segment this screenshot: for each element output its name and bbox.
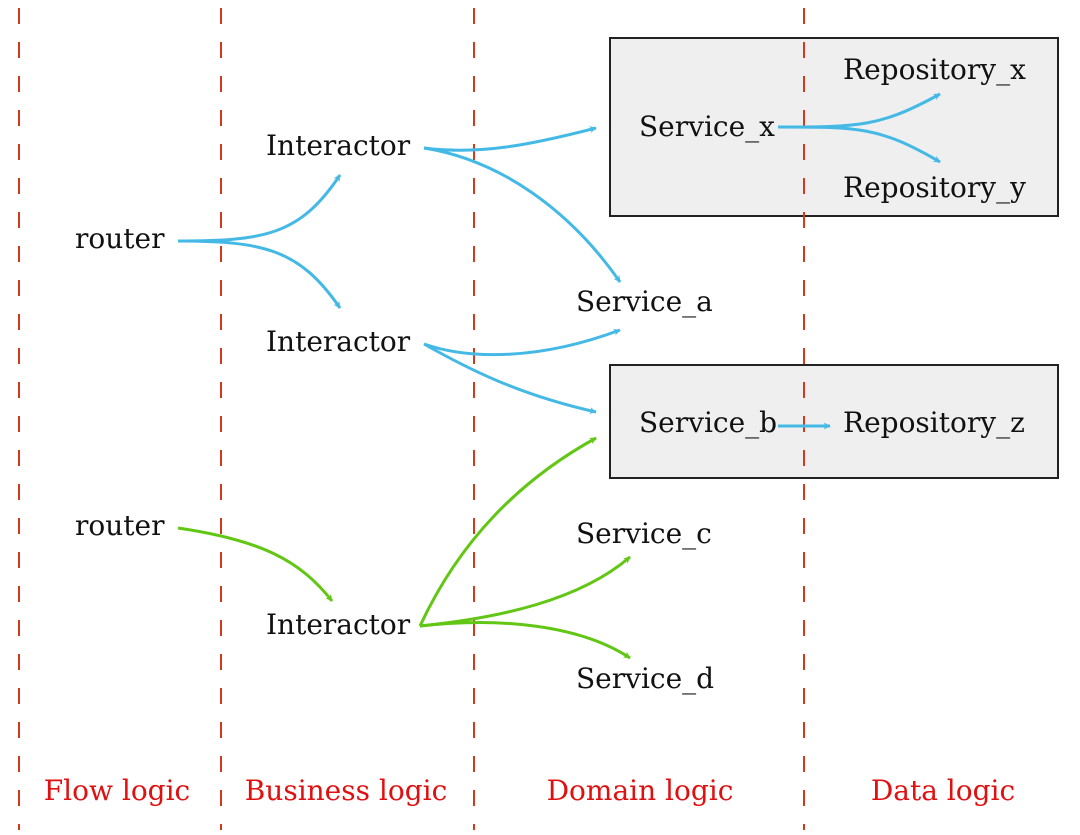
edge-router2-to-interactor3: [177, 526, 334, 602]
node-service-x: Service_x: [639, 110, 775, 143]
node-repository-x: Repository_x: [843, 53, 1026, 86]
edge-service-x-to-repository-y: [777, 125, 941, 164]
layer-label-business: Business logic: [245, 774, 448, 807]
layer-label-flow: Flow logic: [44, 774, 190, 807]
node-service-d: Service_d: [576, 662, 714, 695]
edge-interactor3-to-service-d: [419, 621, 631, 660]
node-interactor-3: Interactor: [266, 608, 411, 641]
layer-label-domain: Domain logic: [547, 774, 734, 807]
edge-router1-to-interactor2: [177, 239, 342, 309]
edge-interactor2-to-service-a: [423, 328, 621, 357]
edge-router1-to-interactor1: [177, 174, 342, 243]
edge-interactor1-to-service-a: [423, 146, 622, 283]
group-box-service-b: [609, 364, 1059, 479]
node-service-b: Service_b: [639, 406, 777, 439]
node-service-a: Service_a: [576, 285, 713, 318]
edge-interactor3-to-service-b: [418, 436, 597, 627]
node-router-1: router: [75, 222, 165, 255]
edge-interactor1-to-service-x: [423, 126, 597, 152]
node-router-2: router: [75, 509, 165, 542]
node-service-c: Service_c: [576, 517, 712, 550]
node-interactor-2: Interactor: [266, 325, 411, 358]
layer-label-data: Data logic: [871, 774, 1015, 807]
node-interactor-1: Interactor: [266, 129, 411, 162]
edge-interactor2-to-service-b: [423, 342, 597, 415]
node-repository-y: Repository_y: [843, 171, 1026, 204]
node-repository-z: Repository_z: [843, 406, 1025, 439]
